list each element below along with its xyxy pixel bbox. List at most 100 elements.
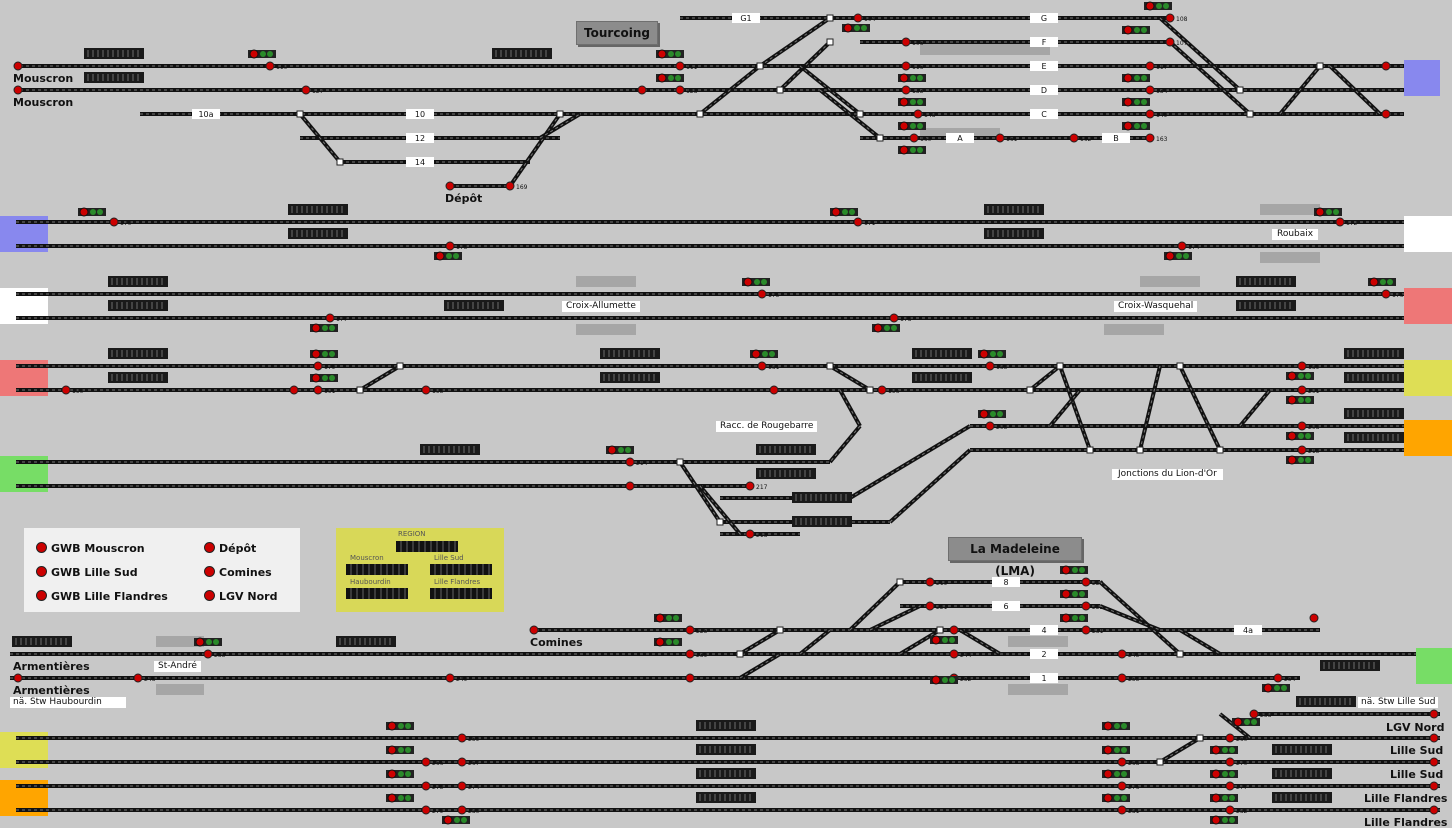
- switch-point-icon[interactable]: [736, 650, 744, 658]
- signal-icon[interactable]: [301, 85, 311, 95]
- signal-icon[interactable]: [931, 635, 941, 645]
- signal-icon[interactable]: [1145, 1, 1155, 11]
- signal-icon[interactable]: [1177, 241, 1187, 251]
- signal-icon[interactable]: [1309, 613, 1319, 623]
- signal-icon[interactable]: [655, 637, 665, 647]
- signal-icon[interactable]: [529, 625, 539, 635]
- signal-icon[interactable]: [265, 61, 275, 71]
- signal-icon[interactable]: [757, 361, 767, 371]
- signal-icon[interactable]: [901, 85, 911, 95]
- signal-icon[interactable]: [1123, 121, 1133, 131]
- signal-icon[interactable]: [769, 385, 779, 395]
- signal-icon[interactable]: [1287, 371, 1297, 381]
- signal-icon[interactable]: [1225, 733, 1235, 743]
- switch-point-icon[interactable]: [296, 110, 304, 118]
- signal-icon[interactable]: [313, 361, 323, 371]
- signal-icon[interactable]: [1287, 395, 1297, 405]
- signal-icon[interactable]: [1165, 37, 1175, 47]
- switch-point-icon[interactable]: [556, 110, 564, 118]
- signal-icon[interactable]: [877, 385, 887, 395]
- switch-point-icon[interactable]: [336, 158, 344, 166]
- signal-icon[interactable]: [1123, 25, 1133, 35]
- signal-icon[interactable]: [443, 815, 453, 825]
- signal-icon[interactable]: [745, 529, 755, 539]
- signal-icon[interactable]: [311, 323, 321, 333]
- switch-point-icon[interactable]: [826, 38, 834, 46]
- signal-icon[interactable]: [289, 385, 299, 395]
- signal-icon[interactable]: [457, 733, 467, 743]
- line-edge-block[interactable]: [1404, 420, 1452, 456]
- signal-icon[interactable]: [751, 349, 761, 359]
- signal-icon[interactable]: [685, 625, 695, 635]
- signal-icon[interactable]: [901, 37, 911, 47]
- signal-icon[interactable]: [853, 217, 863, 227]
- region-block-lille-flandres[interactable]: [430, 588, 492, 599]
- signal-icon[interactable]: [421, 385, 431, 395]
- signal-icon[interactable]: [1297, 445, 1307, 455]
- signal-icon[interactable]: [1287, 431, 1297, 441]
- signal-icon[interactable]: [899, 73, 909, 83]
- signal-icon[interactable]: [607, 445, 617, 455]
- signal-icon[interactable]: [1225, 781, 1235, 791]
- signal-icon[interactable]: [1381, 61, 1391, 71]
- signal-icon[interactable]: [1165, 13, 1175, 23]
- signal-icon[interactable]: [1297, 385, 1307, 395]
- signal-icon[interactable]: [843, 23, 853, 33]
- signal-icon[interactable]: [1249, 709, 1259, 719]
- signal-icon[interactable]: [1117, 757, 1127, 767]
- signal-icon[interactable]: [13, 85, 23, 95]
- signal-icon[interactable]: [457, 781, 467, 791]
- switch-point-icon[interactable]: [776, 86, 784, 94]
- signal-icon[interactable]: [1369, 277, 1379, 287]
- signal-icon[interactable]: [743, 277, 753, 287]
- switch-point-icon[interactable]: [1176, 650, 1184, 658]
- switch-point-icon[interactable]: [1246, 110, 1254, 118]
- signal-icon[interactable]: [1297, 421, 1307, 431]
- signal-icon[interactable]: [909, 133, 919, 143]
- region-block-mouscron[interactable]: [346, 564, 408, 575]
- signal-icon[interactable]: [505, 181, 515, 191]
- switch-point-icon[interactable]: [1176, 362, 1184, 370]
- switch-point-icon[interactable]: [1196, 734, 1204, 742]
- signal-icon[interactable]: [979, 349, 989, 359]
- signal-icon[interactable]: [1233, 717, 1243, 727]
- signal-icon[interactable]: [1103, 721, 1113, 731]
- switch-point-icon[interactable]: [1216, 446, 1224, 454]
- signal-icon[interactable]: [853, 13, 863, 23]
- signal-icon[interactable]: [421, 757, 431, 767]
- signal-icon[interactable]: [873, 323, 883, 333]
- switch-point-icon[interactable]: [1316, 62, 1324, 70]
- station-title-la-madeleine[interactable]: La Madeleine (LMA): [948, 537, 1082, 578]
- signal-icon[interactable]: [1381, 109, 1391, 119]
- signal-icon[interactable]: [1081, 601, 1091, 611]
- switch-point-icon[interactable]: [1136, 446, 1144, 454]
- signal-icon[interactable]: [1335, 217, 1345, 227]
- line-edge-block[interactable]: [1404, 60, 1440, 96]
- signal-icon[interactable]: [1123, 73, 1133, 83]
- signal-icon[interactable]: [899, 97, 909, 107]
- switch-point-icon[interactable]: [716, 518, 724, 526]
- signal-icon[interactable]: [445, 181, 455, 191]
- legend-gwb-lille-sud[interactable]: GWB Lille Sud: [36, 566, 138, 579]
- line-edge-block[interactable]: [1404, 288, 1452, 324]
- switch-point-icon[interactable]: [396, 362, 404, 370]
- signal-icon[interactable]: [13, 673, 23, 683]
- signal-icon[interactable]: [657, 49, 667, 59]
- switch-point-icon[interactable]: [356, 386, 364, 394]
- signal-icon[interactable]: [685, 649, 695, 659]
- legend-lgv-nord[interactable]: LGV Nord: [204, 590, 277, 603]
- switch-point-icon[interactable]: [776, 626, 784, 634]
- signal-icon[interactable]: [1123, 97, 1133, 107]
- signal-icon[interactable]: [1117, 781, 1127, 791]
- signal-icon[interactable]: [387, 745, 397, 755]
- legend-depot[interactable]: Dépôt: [204, 542, 256, 555]
- signal-icon[interactable]: [1429, 757, 1439, 767]
- signal-icon[interactable]: [1211, 815, 1221, 825]
- switch-point-icon[interactable]: [876, 134, 884, 142]
- signal-icon[interactable]: [949, 649, 959, 659]
- signal-icon[interactable]: [1061, 613, 1071, 623]
- signal-icon[interactable]: [249, 49, 259, 59]
- signal-icon[interactable]: [203, 649, 213, 659]
- signal-icon[interactable]: [1081, 625, 1091, 635]
- legend-gwb-mouscron[interactable]: GWB Mouscron: [36, 542, 145, 555]
